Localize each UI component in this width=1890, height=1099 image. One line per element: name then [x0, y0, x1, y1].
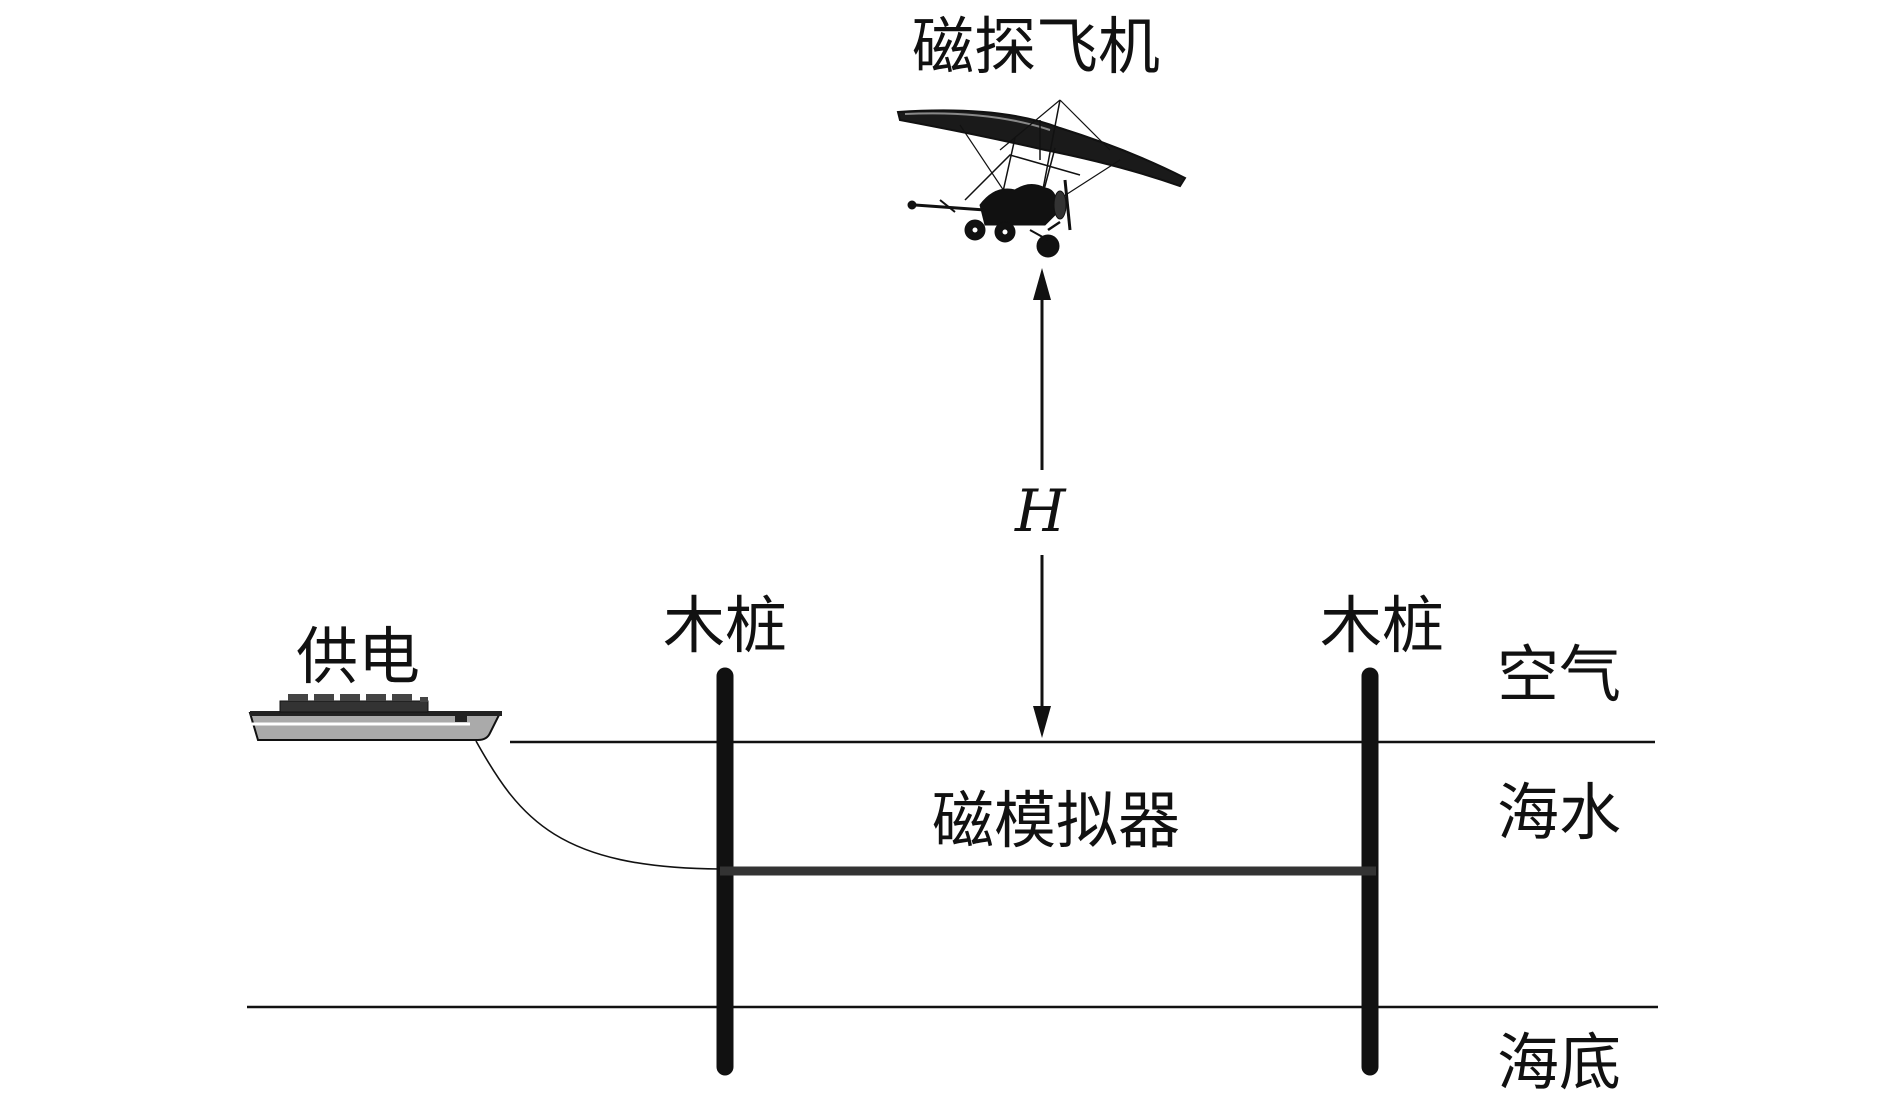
- arrowhead-down: [1033, 706, 1051, 738]
- height-label: H: [1015, 477, 1066, 545]
- ship-icon: [248, 694, 502, 741]
- power-supply-label: 供电: [296, 620, 421, 693]
- power-cable: [475, 740, 721, 870]
- arrowhead-up: [1033, 268, 1051, 300]
- air-label: 空气: [1497, 638, 1622, 711]
- seawater-label: 海水: [1497, 776, 1622, 849]
- pile-right-label: 木桩: [1320, 589, 1445, 662]
- magnetic-simulator-label: 磁模拟器: [932, 784, 1181, 857]
- pile-left-label: 木桩: [663, 589, 788, 662]
- seabed-label: 海底: [1497, 1026, 1622, 1099]
- aircraft-label: 磁探飞机: [912, 10, 1161, 83]
- ultralight-trike-icon: [896, 99, 1187, 258]
- height-arrow: [1033, 268, 1051, 738]
